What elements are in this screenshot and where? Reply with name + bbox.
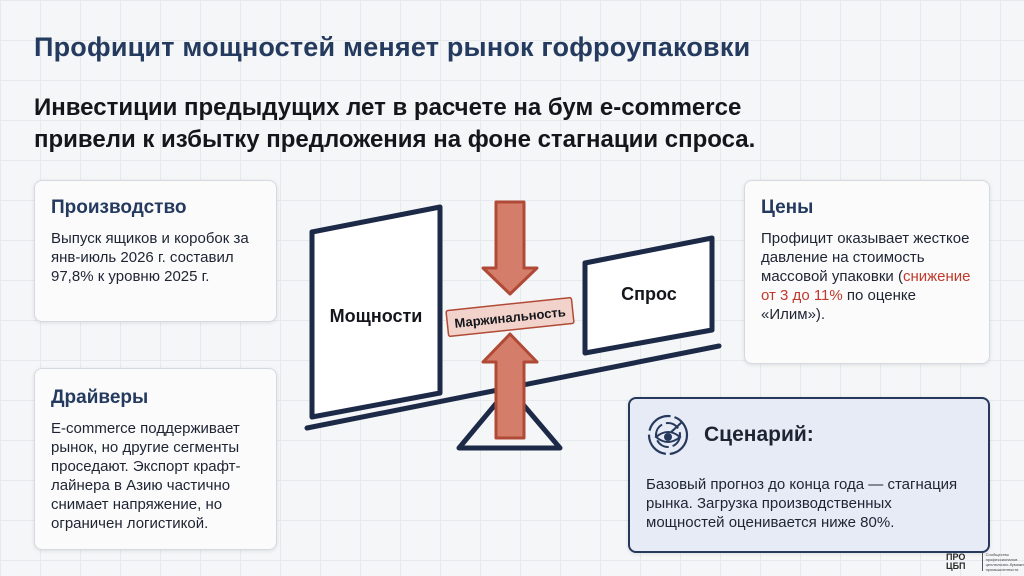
scenario-header: Сценарий: — [646, 413, 972, 457]
demand-box — [582, 235, 715, 356]
radar-eye-icon — [647, 414, 689, 456]
drivers-text: E-commerce поддерживает рынок, но другие… — [51, 420, 241, 532]
prices-text: Профицит оказывает жесткое давление на с… — [761, 229, 973, 324]
demand-label: Спрос — [621, 284, 677, 304]
production-heading: Производство — [51, 197, 187, 218]
capacity-box — [309, 204, 443, 420]
drivers-heading: Драйверы — [51, 387, 149, 408]
prices-text-before: Профицит оказывает жесткое давление на с… — [761, 230, 970, 285]
capacity-label: Мощности — [330, 306, 423, 326]
page-title: Профицит мощностей меняет рынок гофроупа… — [34, 32, 751, 62]
prices-card: Цены Профицит оказывает жесткое давление… — [744, 180, 990, 364]
scenario-text: Базовый прогноз до конца года — стагнаци… — [646, 476, 958, 531]
drivers-card: Драйверы E-commerce поддерживает рынок, … — [34, 368, 277, 550]
production-card: Производство Выпуск ящиков и коробок за … — [34, 180, 277, 322]
arrow-down — [481, 200, 539, 296]
production-text: Выпуск ящиков и коробок за янв-июль 2026… — [51, 230, 249, 285]
marginality-badge — [445, 296, 575, 338]
prices-text-after: по оценке «Илим»). — [761, 287, 916, 323]
scenario-heading: Сценарий: — [704, 423, 814, 446]
arrow-up — [481, 332, 539, 440]
balance-diagram: Мощности Спрос Маржинальность — [304, 200, 722, 451]
subtitle-line-2: привели к избытку предложения на фоне ст… — [34, 126, 756, 153]
logo-mark: ПРО ЦБП — [946, 553, 983, 571]
subtitle-line-1: Инвестиции предыдущих лет в расчете на б… — [34, 94, 742, 121]
page-subtitle: Инвестиции предыдущих лет в расчете на б… — [34, 92, 934, 156]
logo-text: Сообщество профессионалов целлюлозно-бум… — [985, 552, 1024, 572]
prices-heading: Цены — [761, 197, 814, 218]
prices-highlight: снижение от 3 до 11% — [761, 268, 971, 304]
logo: ПРО ЦБП Сообщество профессионалов целлюл… — [946, 552, 1024, 572]
scenario-card: Сценарий: Базовый прогноз до конца года … — [628, 397, 990, 553]
